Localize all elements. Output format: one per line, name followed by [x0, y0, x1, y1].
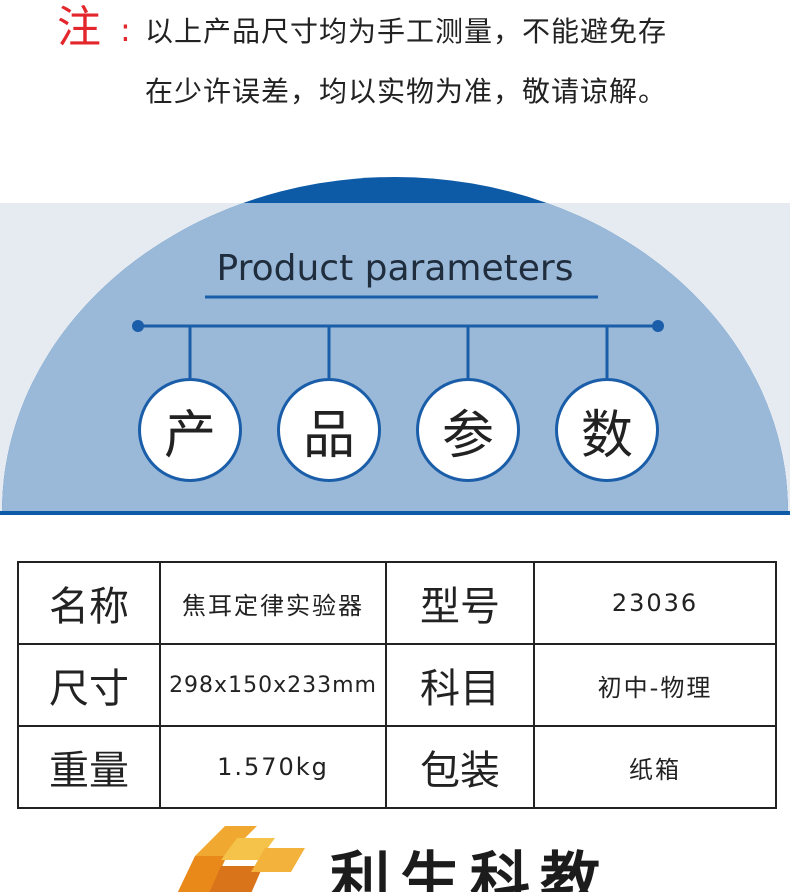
label-weight: 重量 — [17, 725, 161, 809]
brand-logo: 利生科教 — [0, 820, 790, 892]
label-name: 名称 — [17, 561, 161, 645]
banner-background — [0, 177, 790, 515]
circle-char-2: 品 — [277, 378, 381, 482]
dome-base-line — [0, 511, 790, 515]
label-packaging: 包装 — [385, 725, 535, 809]
banner-title: Product parameters — [216, 248, 574, 289]
logo-text: 利生科教 — [330, 846, 610, 892]
circle-char-4: 数 — [555, 378, 659, 482]
notice-colon: : — [120, 11, 131, 49]
banner-graphic — [0, 148, 790, 520]
connector-left-dot — [132, 320, 144, 332]
value-packaging: 纸箱 — [533, 725, 777, 809]
table-row: 尺寸 298x150x233mm 科目 初中-物理 — [17, 643, 777, 727]
spec-table: 名称 焦耳定律实验器 型号 23036 尺寸 298x150x233mm 科目 … — [17, 561, 777, 809]
label-size: 尺寸 — [17, 643, 161, 727]
value-subject: 初中-物理 — [533, 643, 777, 727]
notice-mark: 注 — [57, 2, 101, 53]
value-weight: 1.570kg — [159, 725, 387, 809]
notice-line-1: 以上产品尺寸均为手工测量，不能避免存 — [145, 15, 668, 48]
circle-char-1: 产 — [138, 378, 242, 482]
value-size: 298x150x233mm — [159, 643, 387, 727]
value-model: 23036 — [533, 561, 777, 645]
notice-section: 注 : 以上产品尺寸均为手工测量，不能避免存 在少许误差，均以实物为准，敬请谅解… — [0, 0, 790, 140]
circle-char-3: 参 — [416, 378, 520, 482]
connector-right-dot — [652, 320, 664, 332]
label-subject: 科目 — [385, 643, 535, 727]
notice-line-2: 在少许误差，均以实物为准，敬请谅解。 — [145, 75, 668, 108]
table-row: 重量 1.570kg 包装 纸箱 — [17, 725, 777, 809]
table-row: 名称 焦耳定律实验器 型号 23036 — [17, 561, 777, 645]
value-name: 焦耳定律实验器 — [159, 561, 387, 645]
label-model: 型号 — [385, 561, 535, 645]
logo-icon — [177, 826, 305, 892]
